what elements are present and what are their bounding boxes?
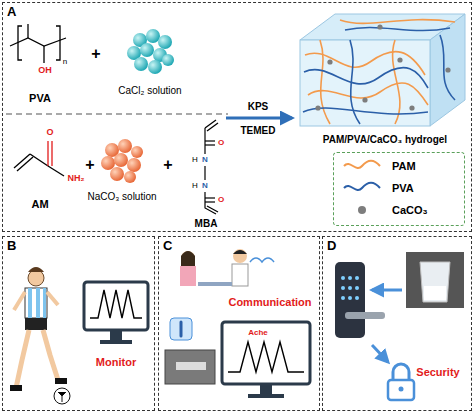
monitor-screen bbox=[222, 322, 310, 398]
text-label: PVA bbox=[29, 92, 51, 104]
text-label: N bbox=[202, 182, 208, 191]
legend-text: PVA bbox=[392, 182, 414, 194]
am-structure bbox=[14, 141, 64, 176]
panel-letter: A bbox=[7, 4, 16, 19]
text-label: AM bbox=[31, 198, 48, 210]
panel-box: B bbox=[2, 236, 155, 411]
text-label: Security bbox=[416, 366, 459, 378]
sensor-photo-detail bbox=[176, 362, 206, 370]
pva-structure bbox=[10, 24, 66, 63]
reaction-arrow bbox=[226, 117, 292, 120]
text-label: + bbox=[91, 45, 100, 63]
legend-text: PAM bbox=[392, 160, 416, 172]
text-label: + bbox=[163, 156, 172, 174]
text-label: TEMED bbox=[241, 125, 276, 136]
text-label: NaCO₃ solution bbox=[87, 191, 156, 202]
flow-arrow bbox=[372, 289, 402, 292]
text-label: O bbox=[218, 196, 224, 205]
legend-sample bbox=[342, 159, 382, 173]
text-label: Monitor bbox=[96, 356, 136, 368]
text-label: KPS bbox=[248, 101, 269, 112]
hydrogel-cube bbox=[300, 14, 465, 126]
legend-box: PAM PVA CaCO₃ bbox=[333, 152, 465, 226]
legend-item: PAM bbox=[342, 157, 416, 175]
text-label: PAM/PVA/CaCO₃ hydrogel bbox=[320, 134, 450, 145]
text-label: MBA bbox=[195, 218, 218, 229]
text-label: N bbox=[202, 156, 208, 165]
legend-sample bbox=[342, 203, 382, 217]
panel-box: D bbox=[322, 236, 472, 411]
padlock-icon bbox=[388, 364, 414, 400]
separator-line bbox=[6, 113, 228, 114]
text-label: Ache bbox=[248, 329, 268, 338]
mba-structure bbox=[205, 120, 218, 214]
sensor-photo bbox=[165, 350, 215, 384]
cacl2-particles bbox=[127, 29, 174, 74]
text-label: H bbox=[192, 182, 198, 191]
panel-box: A bbox=[2, 2, 472, 232]
smart-lock bbox=[335, 262, 385, 338]
panel-letter: C bbox=[163, 238, 172, 253]
panel-box: C bbox=[158, 236, 320, 411]
touch-icon bbox=[170, 318, 192, 340]
legend-item: CaCO₃ bbox=[342, 201, 428, 219]
text-label: + bbox=[85, 156, 94, 174]
text-label: n bbox=[63, 58, 67, 67]
text-label: H bbox=[192, 156, 198, 165]
flow-arrow bbox=[372, 345, 388, 362]
legend-text: CaCO₃ bbox=[392, 204, 428, 216]
panel-letter: B bbox=[7, 238, 16, 253]
legend-sample bbox=[342, 181, 382, 195]
text-label: O bbox=[218, 139, 224, 148]
text-label: OH bbox=[38, 66, 52, 76]
text-label: CaCl₂ solution bbox=[118, 85, 181, 96]
naco3-particles bbox=[101, 139, 143, 183]
text-label: Communication bbox=[228, 296, 311, 308]
athlete-figure bbox=[10, 267, 70, 404]
beaker-photo bbox=[406, 252, 464, 308]
consultation-scene bbox=[180, 249, 274, 286]
panel-letter: D bbox=[327, 238, 336, 253]
legend-item: PVA bbox=[342, 179, 414, 197]
monitor-screen bbox=[84, 282, 148, 344]
text-label: NH₂ bbox=[68, 174, 85, 184]
text-label: O bbox=[46, 128, 53, 138]
